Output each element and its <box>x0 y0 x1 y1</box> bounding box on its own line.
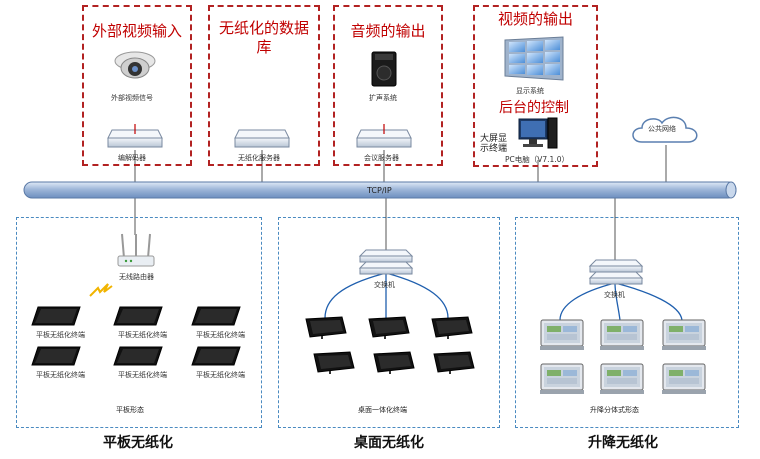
audio-output-box <box>333 5 443 166</box>
lift-footer-label: 升降分体式形态 <box>590 406 639 414</box>
paperless-server-icon <box>234 129 290 148</box>
codec-device-icon <box>107 124 163 148</box>
pc-computer-icon <box>518 117 558 149</box>
lift-section-title: 升降无纸化 <box>588 435 658 451</box>
lift-monitor-icon <box>600 363 644 394</box>
paperless-database-title: 无纸化的数据库 <box>218 19 309 56</box>
cloud-icon <box>632 116 698 143</box>
lift-monitor-icon <box>540 319 584 350</box>
desktop-switch-label: 交换机 <box>374 281 395 289</box>
video-output-title: 视频的输出 <box>497 10 573 28</box>
tablet-terminal-label: 平板无纸化终端 <box>118 371 167 379</box>
video-wall-icon <box>504 36 564 81</box>
wireless-router-icon <box>117 233 155 267</box>
tablet-section-box <box>16 217 262 428</box>
backend-control-title: 后台的控制 <box>499 100 569 116</box>
lift-monitor-icon <box>662 363 706 394</box>
camera-icon <box>114 51 156 79</box>
meeting-server-label: 会议服务器 <box>364 154 399 162</box>
wireless-router-label: 无线路由器 <box>119 273 154 281</box>
lift-monitor-icon <box>600 319 644 350</box>
tablet-icon <box>191 306 241 326</box>
desktop-terminal-icon <box>368 316 410 339</box>
tablet-terminal-label: 平板无纸化终端 <box>196 331 245 339</box>
lift-section-box <box>515 217 739 428</box>
tablet-terminal-label: 平板无纸化终端 <box>36 331 85 339</box>
lift-switch-label: 交换机 <box>604 291 625 299</box>
tcpip-label: TCP/IP <box>367 186 392 195</box>
tablet-icon <box>31 346 81 366</box>
tablet-icon <box>191 346 241 366</box>
desktop-terminal-icon <box>373 351 415 374</box>
desktop-terminal-icon <box>313 351 355 374</box>
pa-system-label: 扩声系统 <box>369 94 397 102</box>
desktop-switch-icon <box>358 249 414 275</box>
desktop-terminal-icon <box>433 351 475 374</box>
tablet-terminal-label: 平板无纸化终端 <box>118 331 167 339</box>
external-video-signal-label: 外部视频信号 <box>111 94 153 102</box>
paperless-database-box <box>208 5 320 166</box>
public-network-label: 公共网络 <box>648 125 676 133</box>
large-screen-terminal-label: 大屏显示终端 <box>480 134 508 154</box>
tablet-terminal-label: 平板无纸化终端 <box>36 371 85 379</box>
tablet-icon <box>31 306 81 326</box>
lift-switch-icon <box>588 259 644 285</box>
audio-output-title: 音频的输出 <box>350 22 426 40</box>
pc-label: PC电脑（V7.1.0） <box>505 155 569 164</box>
display-system-label: 显示系统 <box>516 87 544 95</box>
desktop-section-box <box>278 217 500 428</box>
external-video-input-title: 外部视频输入 <box>91 22 182 40</box>
external-video-input-box <box>82 5 192 166</box>
desktop-terminal-icon <box>305 316 347 339</box>
codec-label: 编解码器 <box>118 154 146 162</box>
tablet-footer-label: 平板形态 <box>116 406 144 414</box>
meeting-server-icon <box>356 124 412 148</box>
tablet-terminal-label: 平板无纸化终端 <box>196 371 245 379</box>
lift-monitor-icon <box>662 319 706 350</box>
paperless-server-label: 无纸化服务器 <box>238 154 280 162</box>
tablet-icon <box>113 306 163 326</box>
tablet-icon <box>113 346 163 366</box>
video-output-box <box>473 5 598 167</box>
desktop-terminal-icon <box>431 316 473 339</box>
lift-monitor-icon <box>540 363 584 394</box>
speaker-icon <box>371 51 397 87</box>
tablet-section-title: 平板无纸化 <box>103 435 173 451</box>
desktop-footer-label: 桌面一体化终端 <box>358 406 407 414</box>
wifi-lightning-icon <box>89 283 113 297</box>
desktop-section-title: 桌面无纸化 <box>354 435 424 451</box>
